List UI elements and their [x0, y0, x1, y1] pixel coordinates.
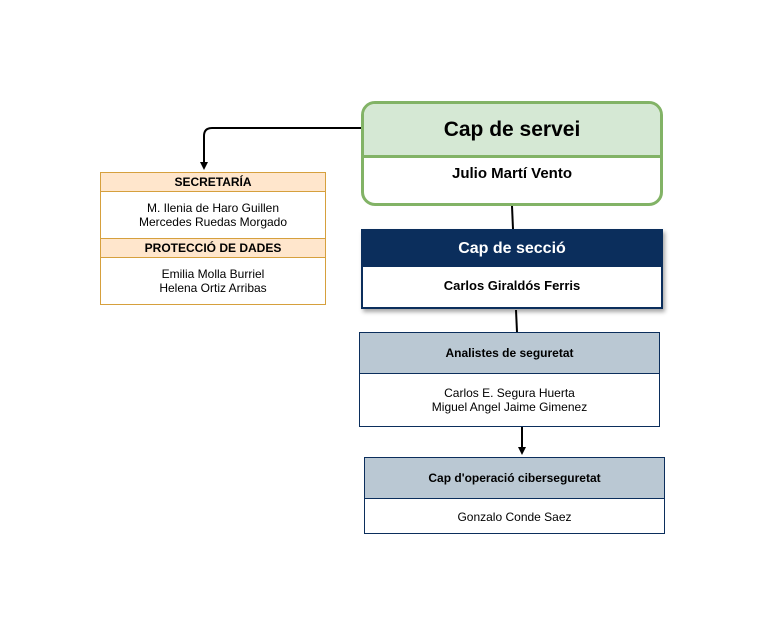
operacio-members: Gonzalo Conde Saez — [365, 499, 664, 534]
proteccio-members: Emilia Molla Burriel Helena Ortiz Arriba… — [101, 258, 325, 304]
operacio-title: Cap d'operació ciberseguretat — [365, 458, 664, 499]
proteccio-title: PROTECCIÓ DE DADES — [101, 238, 325, 258]
analistes-member: Carlos E. Segura Huerta — [444, 386, 575, 400]
secretaria-members: M. Ilenia de Haro Guillen Mercedes Rueda… — [101, 192, 325, 238]
secretaria-member: Mercedes Ruedas Morgado — [138, 215, 288, 229]
analistes-title: Analistes de seguretat — [360, 333, 659, 374]
analistes-member: Miguel Angel Jaime Gimenez — [431, 400, 588, 414]
cap-servei-name: Julio Martí Vento — [451, 164, 572, 182]
connector-servei-to-seccio — [511, 205, 514, 230]
secretaria-title: SECRETARÍA — [101, 173, 325, 192]
operacio-member: Gonzalo Conde Saez — [457, 509, 572, 524]
secretaria-member: M. Ilenia de Haro Guillen — [146, 201, 280, 215]
cap-seccio-box: Cap de secció Carlos Giraldós Ferris — [361, 229, 663, 309]
connector-servei-to-secretaria — [200, 127, 361, 170]
cap-seccio-title: Cap de secció — [363, 231, 661, 267]
secretaria-box: SECRETARÍA M. Ilenia de Haro Guillen Mer… — [100, 172, 326, 305]
cap-servei-box: Cap de servei Julio Martí Vento — [361, 101, 663, 206]
cap-seccio-name: Carlos Giraldós Ferris — [443, 277, 581, 293]
cap-servei-title: Cap de servei — [364, 104, 660, 158]
proteccio-member: Helena Ortiz Arribas — [159, 281, 267, 295]
connector-seccio-to-analistes — [515, 309, 518, 333]
proteccio-member: Emilia Molla Burriel — [161, 267, 265, 281]
operacio-box: Cap d'operació ciberseguretat Gonzalo Co… — [364, 457, 665, 534]
analistes-members: Carlos E. Segura Huerta Miguel Angel Jai… — [360, 374, 659, 426]
analistes-box: Analistes de seguretat Carlos E. Segura … — [359, 332, 660, 427]
